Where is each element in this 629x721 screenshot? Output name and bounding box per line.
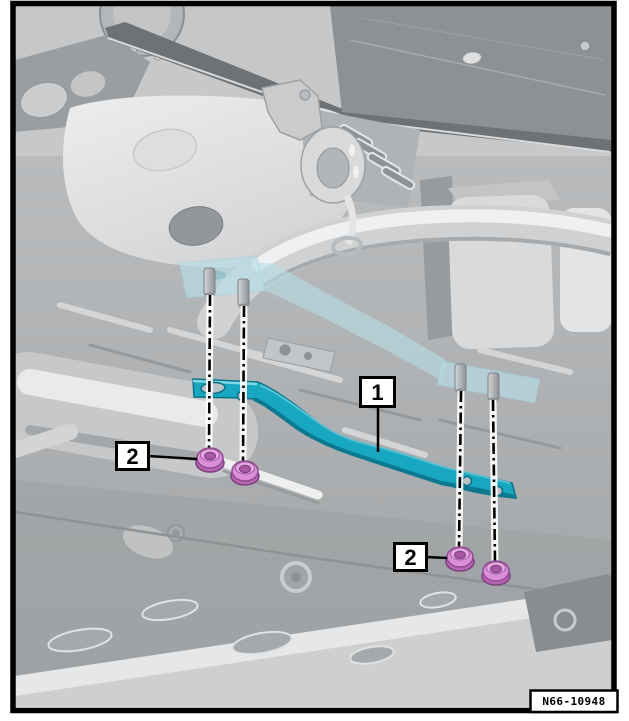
mounting-nut bbox=[481, 560, 511, 586]
ring-slot bbox=[353, 166, 359, 178]
center-line bbox=[491, 399, 497, 564]
screw-head bbox=[579, 40, 591, 52]
ring-slot bbox=[349, 144, 355, 156]
rear-floor-panels bbox=[15, 6, 612, 156]
mounting-stud bbox=[454, 363, 467, 394]
pipe-clamp bbox=[331, 235, 363, 257]
figure-number: N66-10948 bbox=[529, 689, 619, 714]
mounting-nut bbox=[230, 460, 260, 486]
hanger-ring-hole bbox=[316, 147, 350, 189]
pipe-highlight bbox=[251, 209, 612, 272]
plug-ring bbox=[553, 608, 577, 632]
figure-number-text: N66-10948 bbox=[542, 695, 605, 708]
cross-member-shade bbox=[253, 397, 517, 499]
mounting-nut bbox=[445, 546, 475, 572]
muffler bbox=[15, 352, 258, 478]
callout-2-right-box bbox=[393, 542, 428, 572]
callout-1-box bbox=[359, 376, 396, 408]
floor-seam bbox=[15, 510, 612, 602]
mounting-stud bbox=[487, 372, 500, 403]
top-right-panel bbox=[330, 6, 612, 140]
top-left-panel bbox=[15, 6, 338, 110]
sill-highlight bbox=[15, 586, 612, 696]
mounting-nut bbox=[195, 447, 225, 473]
mounting-stud bbox=[203, 267, 216, 298]
center-line bbox=[241, 305, 246, 464]
dark-patch bbox=[524, 574, 612, 652]
floor-details-lower bbox=[15, 480, 612, 707]
plug-ring bbox=[280, 561, 312, 593]
pipe-shadow-edge bbox=[260, 236, 611, 289]
hanger-rod bbox=[343, 194, 357, 246]
illustration-scene: 1 2 2 bbox=[15, 6, 612, 707]
panel-crease bbox=[361, 17, 606, 61]
callout-2-left-leader bbox=[147, 454, 198, 461]
shield-dimple bbox=[132, 128, 198, 172]
figure-frame-border bbox=[10, 0, 617, 714]
front-pipe bbox=[15, 424, 78, 458]
bracket-hole bbox=[304, 352, 312, 360]
callout-1-label: 1 bbox=[371, 380, 383, 405]
cross-member-highlight bbox=[259, 384, 511, 484]
heat-shield-body bbox=[63, 95, 369, 268]
muffler-highlight bbox=[17, 369, 218, 427]
hanger-ring-group bbox=[300, 126, 366, 257]
bracket-bolt bbox=[299, 89, 311, 101]
callout-2-right-leader bbox=[425, 555, 448, 560]
plug-center bbox=[291, 572, 301, 582]
callout-2-right-label: 2 bbox=[404, 545, 416, 570]
callout-2-left-box bbox=[115, 441, 150, 471]
center-lines bbox=[205, 294, 499, 564]
center-line bbox=[457, 390, 463, 550]
pipe-cutout bbox=[19, 81, 69, 119]
callout-2-left-label: 2 bbox=[126, 444, 138, 469]
pipe-cutout bbox=[69, 70, 107, 98]
figure-number-box bbox=[529, 689, 619, 714]
heat-shield bbox=[63, 95, 369, 268]
shield-hole bbox=[168, 206, 224, 246]
panel-crease bbox=[349, 39, 606, 96]
panel-groove bbox=[105, 22, 612, 152]
member-hole bbox=[461, 475, 473, 487]
pipe-main bbox=[240, 204, 612, 290]
center-line bbox=[207, 294, 212, 450]
panel-oval-hole bbox=[463, 52, 481, 64]
muffler-body bbox=[15, 352, 258, 478]
mounting-nuts bbox=[195, 447, 511, 586]
bracket-hole bbox=[279, 344, 291, 356]
ghost-strap bbox=[257, 262, 446, 380]
callouts: 1 2 2 bbox=[115, 376, 448, 572]
mounting-stud bbox=[237, 278, 250, 309]
